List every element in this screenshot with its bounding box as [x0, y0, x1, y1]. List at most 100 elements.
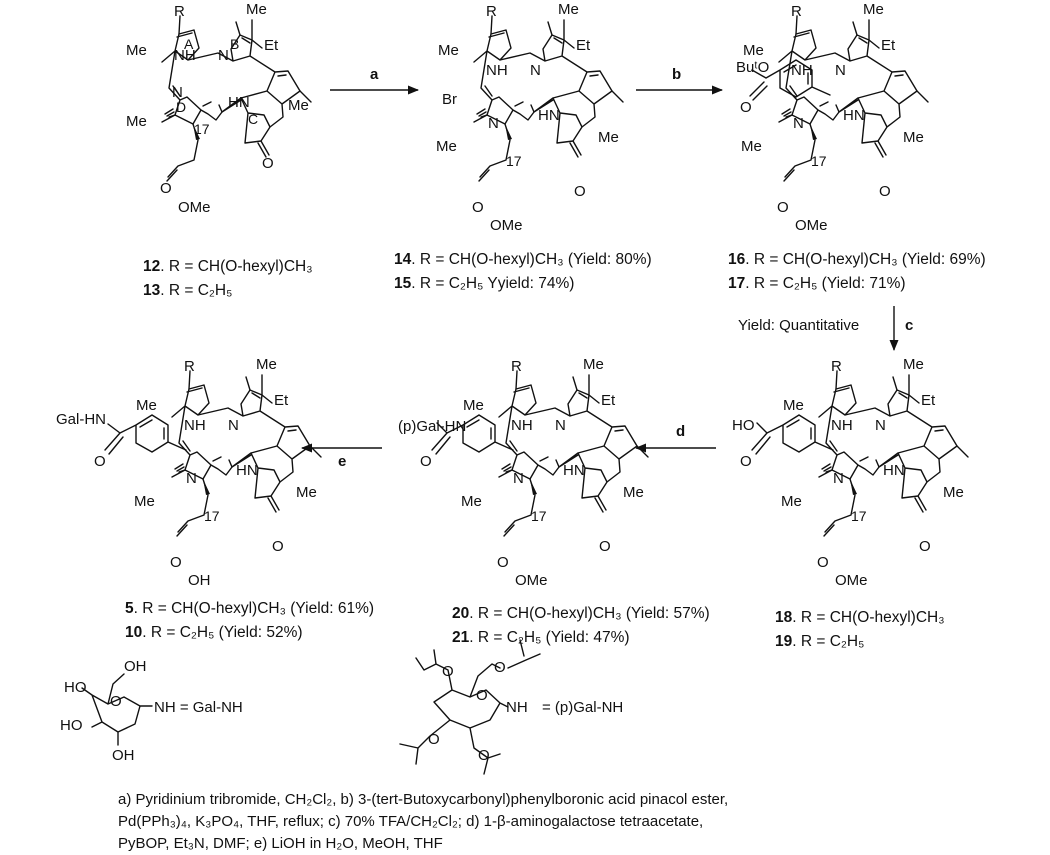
atom-o: O — [160, 180, 172, 197]
atom-ho: HO — [732, 417, 755, 434]
atom-hn: HN — [563, 462, 585, 479]
atom-et: Et — [264, 37, 279, 54]
atom-hn: HN — [843, 107, 865, 124]
atom-me: Me — [461, 493, 482, 510]
structure-18-19: R Me NH N Me Et N HN Me Me 17 O O OMe — [781, 356, 969, 589]
position-17-label: 17 — [204, 508, 220, 524]
atom-me: Me — [598, 129, 619, 146]
protected-galactose-structure: NH = (p)Gal-NH O O O O O — [399, 639, 623, 775]
atom-ome: OMe — [490, 217, 523, 234]
atom-o: O — [919, 538, 931, 555]
atom-n: N — [172, 84, 183, 101]
ring-a-label: A — [184, 36, 194, 52]
footnote-line-2: Pd(PPh₃)₄, K₃PO₄, THF, reflux; c) 70% TF… — [118, 813, 703, 830]
structure-16-17: R Me NH N Me Et N HN Me Me 17 O O OMe — [741, 1, 929, 234]
position-17-label: 17 — [851, 508, 867, 524]
atom-me: Me — [743, 42, 764, 59]
atom-o: O — [478, 747, 490, 764]
atom-oh: OH — [112, 747, 135, 764]
atom-br: Br — [442, 91, 457, 108]
arrow-d-label: d — [676, 423, 685, 440]
atom-n: N — [875, 417, 886, 434]
atom-nh: NH — [486, 62, 508, 79]
carboxylic-acid-aryl: HO O — [732, 414, 834, 470]
atom-o: O — [494, 659, 506, 676]
atom-o: O — [110, 693, 122, 710]
atom-o: O — [740, 99, 752, 116]
atom-n: N — [793, 115, 804, 132]
ring-c-label: C — [248, 111, 258, 127]
protected-gal-amide-aryl: (p)Gal-HN O — [398, 414, 514, 470]
atom-o: O — [574, 183, 586, 200]
atom-nh: NH — [831, 417, 853, 434]
atom-o: O — [420, 453, 432, 470]
compound-12-label: 12. R = CH(O-hexyl)CH₃ — [143, 258, 313, 275]
footnote-line-3: PyBOP, Et₃N, DMF; e) LiOH in H₂O, MeOH, … — [118, 835, 443, 852]
arrow-a-label: a — [370, 66, 379, 83]
atom-r: R — [486, 3, 497, 20]
atom-me: Me — [288, 97, 309, 114]
compound-19-label: 19. R = C₂H₅ — [775, 633, 864, 650]
atom-me: Me — [246, 1, 267, 18]
atom-nh: NH — [184, 417, 206, 434]
atom-me: Me — [943, 484, 964, 501]
atom-nh: NH — [174, 47, 196, 64]
atom-me: Me — [558, 1, 579, 18]
atom-me: Me — [903, 356, 924, 373]
arrow-c-label: c — [905, 317, 913, 334]
atom-ome: OMe — [795, 217, 828, 234]
atom-o: O — [599, 538, 611, 555]
atom-o: O — [170, 554, 182, 571]
atom-me: Me — [256, 356, 277, 373]
atom-me: Me — [623, 484, 644, 501]
atom-me: Me — [781, 493, 802, 510]
compound-14-label: 14. R = CH(O-hexyl)CH₃ (Yield: 80%) — [394, 251, 652, 268]
compound-20-label: 20. R = CH(O-hexyl)CH₃ (Yield: 57%) — [452, 605, 710, 622]
gal-amide-aryl: Gal-HN O — [56, 411, 187, 470]
gal-nh-equation: NH = Gal-NH — [154, 699, 243, 716]
atom-o: O — [262, 155, 274, 172]
atom-o: O — [272, 538, 284, 555]
atom-nh: NH — [791, 62, 813, 79]
structure-5-10: R Me NH N Me Et N HN Me Me 17 O O OH — [134, 356, 322, 589]
atom-me: Me — [136, 397, 157, 414]
atom-et: Et — [881, 37, 896, 54]
atom-me: Me — [863, 1, 884, 18]
atom-et: Et — [274, 392, 289, 409]
atom-n: N — [228, 417, 239, 434]
atom-n: N — [530, 62, 541, 79]
arrow-c-yield: Yield: Quantitative — [738, 317, 859, 334]
atom-n: N — [835, 62, 846, 79]
atom-ho: HO — [64, 679, 87, 696]
atom-o: O — [777, 199, 789, 216]
galactose-structure: HO OH O HO OH NH = Gal-NH — [60, 658, 243, 764]
atom-tbuo: BuᵗO — [736, 59, 769, 76]
atom-hn: HN — [538, 107, 560, 124]
atom-o: O — [817, 554, 829, 571]
tbu-ester-aryl: BuᵗO O — [736, 59, 831, 116]
atom-oh: OH — [124, 658, 147, 675]
atom-r: R — [511, 358, 522, 375]
atom-ome: OMe — [178, 199, 211, 216]
atom-r: R — [184, 358, 195, 375]
position-17-label: 17 — [811, 153, 827, 169]
atom-me: Me — [903, 129, 924, 146]
atom-o: O — [879, 183, 891, 200]
atom-et: Et — [921, 392, 936, 409]
atom-n: N — [488, 115, 499, 132]
atom-n: N — [513, 470, 524, 487]
atom-o: O — [497, 554, 509, 571]
compound-5-label: 5. R = CH(O-hexyl)CH₃ (Yield: 61%) — [125, 600, 374, 617]
atom-gal-hn: Gal-HN — [56, 411, 106, 428]
position-17-label: 17 — [531, 508, 547, 524]
atom-hn: HN — [236, 462, 258, 479]
atom-me: Me — [463, 397, 484, 414]
atom-me: Me — [134, 493, 155, 510]
atom-o: O — [428, 731, 440, 748]
atom-me: Me — [126, 42, 147, 59]
atom-pgal-hn: (p)Gal-HN — [398, 418, 466, 435]
compound-13-label: 13. R = C₂H₅ — [143, 282, 232, 299]
arrow-b-label: b — [672, 66, 681, 83]
atom-o: O — [94, 453, 106, 470]
